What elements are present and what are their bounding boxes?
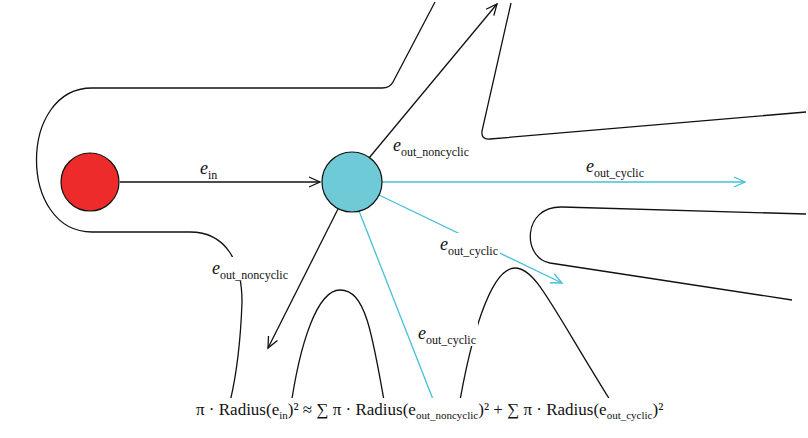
symbol: e (440, 234, 448, 254)
source-vessel-node (61, 153, 119, 211)
inflow-arrow (120, 181, 320, 182)
equation-part: π · Radius (196, 400, 266, 419)
edge-label: eout_noncyclic (210, 257, 290, 281)
symbol: e (200, 158, 208, 178)
vessel-wall (458, 268, 610, 412)
equation-part: ) (288, 400, 294, 419)
symbol: e (393, 135, 401, 155)
edge-label: eout_cyclic (584, 155, 646, 179)
subscript: out_cyclic (607, 409, 653, 421)
subscript: in (208, 168, 217, 182)
edge-label: eout_noncyclic (391, 134, 471, 158)
subscript: out_cyclic (426, 333, 476, 347)
cyclic-arrow (379, 195, 562, 283)
vessel-wall (290, 290, 386, 412)
noncyclic-arrow (369, 4, 497, 158)
equation-part: ² + ∑ π · Radius (484, 400, 594, 419)
equation-part: e (272, 400, 280, 419)
subscript: in (279, 409, 288, 421)
subscript: out_cyclic (448, 244, 498, 258)
equation-part: e (599, 400, 607, 419)
edge-label: eout_cyclic (438, 233, 500, 257)
edge-label: ein (198, 157, 219, 181)
subscript: out_cyclic (594, 166, 644, 180)
equation-part: ( (266, 400, 272, 419)
branch-vessel-node (322, 152, 382, 212)
equation-part: e (408, 400, 416, 419)
subscript: out_noncyclic (401, 145, 469, 159)
area-equation: π · Radius(ein)² ≈ ∑ π · Radius(eout_non… (194, 398, 665, 423)
equation-part: ² ≈ ∑ π · Radius (293, 400, 402, 419)
symbol: e (586, 156, 594, 176)
equation-part: ² (658, 400, 663, 419)
vessel-wall (482, 3, 806, 139)
subscript: out_noncyclic (416, 409, 478, 421)
equation-part: ) (478, 400, 484, 419)
equation-part: ( (403, 400, 409, 419)
vessel-wall (530, 207, 806, 300)
equation-part: ) (652, 400, 658, 419)
edge-label: eout_cyclic (416, 322, 478, 346)
subscript: out_noncyclic (220, 268, 288, 282)
symbol: e (418, 323, 426, 343)
equation-part: ( (593, 400, 599, 419)
cyclic-arrow (359, 211, 438, 412)
cyclic-arrow (382, 181, 745, 182)
vessel-wall (37, 2, 436, 402)
symbol: e (212, 258, 220, 278)
